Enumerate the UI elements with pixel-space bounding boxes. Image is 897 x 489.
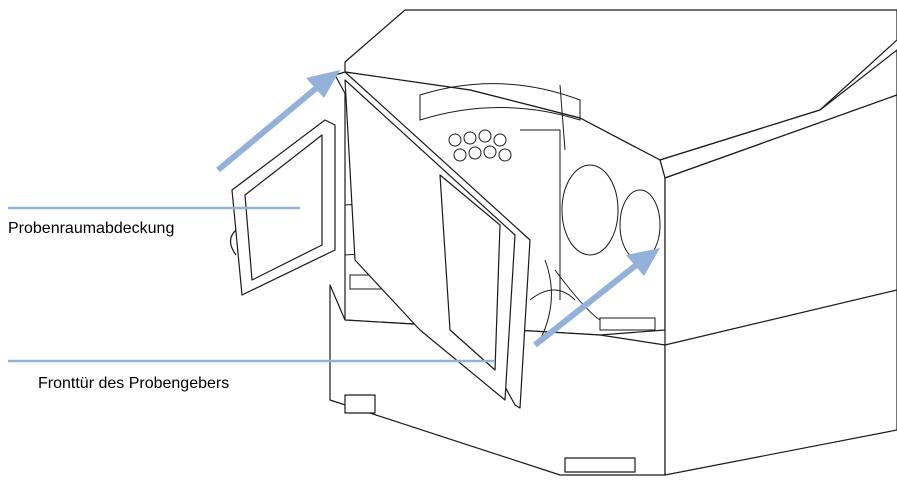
- door-handle-left: [229, 229, 237, 256]
- valve-wheel: [561, 164, 619, 256]
- lower-handle-slot: [599, 317, 656, 331]
- arrow-up-right-icon: [533, 248, 660, 348]
- tray-carousel: [419, 83, 581, 121]
- needle-assembly: [520, 84, 576, 301]
- side-vent-panel: [664, 94, 897, 351]
- lower-right-panel: [664, 289, 897, 476]
- base-foot-left: [344, 394, 376, 414]
- arrow-up-right-icon: [216, 70, 340, 173]
- callout-sample-tray-cover: Probenraumabdeckung: [8, 220, 175, 237]
- base-foot-right: [564, 457, 636, 473]
- callout-autosampler-front-door: Fronttür des Probengebers: [38, 375, 230, 392]
- front-door-window: [439, 174, 501, 371]
- tubing: [539, 259, 601, 341]
